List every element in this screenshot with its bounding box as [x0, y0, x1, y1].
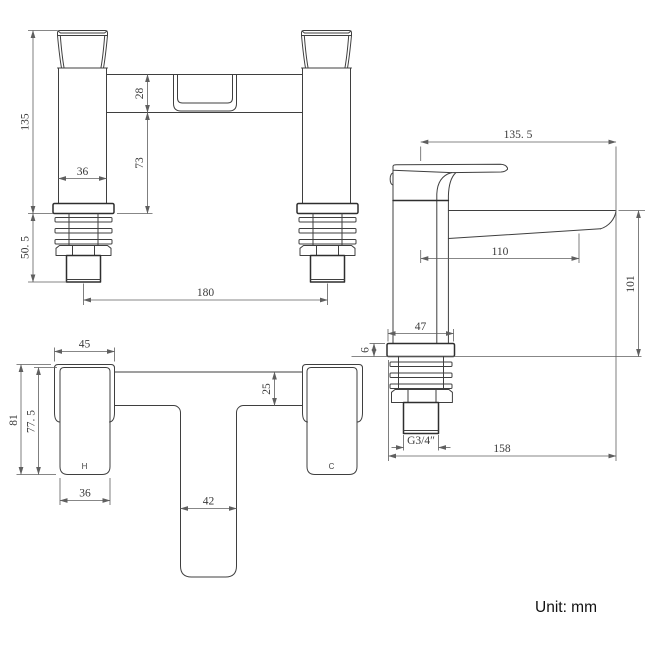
plan-right-flange	[302, 364, 363, 423]
dim-side-overall-reach: 135. 5	[504, 129, 533, 141]
side-flange-and-shank	[351, 342, 642, 435]
dim-front-shank-height: 50. 5	[20, 236, 32, 259]
dim-front-height: 135	[20, 113, 32, 131]
plan-view: H C 45 81 77. 5 25 36 42	[8, 339, 363, 578]
dim-plan-flange-width: 45	[79, 339, 91, 351]
body-bar	[106, 74, 303, 113]
plan-left-flange	[54, 364, 115, 423]
dim-plan-spout-width: 42	[203, 496, 215, 508]
dim-side-overall-depth: 158	[493, 443, 511, 455]
dim-side-flange-depth: 47	[415, 321, 427, 333]
spout-front	[173, 74, 237, 112]
left-handle	[57, 30, 108, 69]
plan-bar-and-spout	[114, 371, 303, 578]
right-shank	[298, 213, 357, 283]
dim-front-body-to-deck: 73	[134, 157, 146, 169]
dim-side-thread: G3/4″	[407, 435, 435, 447]
dim-side-spout-height: 101	[625, 275, 637, 293]
dim-side-spout-reach: 110	[492, 246, 509, 258]
right-handle	[301, 30, 352, 69]
base-flanges	[52, 202, 359, 215]
dim-plan-pillar-width: 36	[79, 488, 91, 500]
unit-note: Unit: mm	[535, 599, 597, 616]
dim-front-pillar-width: 36	[77, 166, 89, 178]
side-body-and-lever	[389, 163, 508, 344]
plan-hot-pillar: H	[59, 367, 111, 475]
side-view: 135. 5 110 101 47 6 G3/4″ 158	[351, 129, 645, 461]
right-pillar	[301, 67, 352, 204]
dim-plan-body-length: 77. 5	[26, 410, 38, 433]
front-view: 135 50. 5 28 73 36 180	[20, 30, 359, 305]
plan-cold-pillar: C	[306, 367, 358, 475]
dim-plan-bar-depth: 25	[261, 383, 273, 395]
dim-side-flange-thickness: 6	[360, 347, 372, 353]
dim-plan-overall-length: 81	[8, 414, 20, 426]
plan-dimensions: 45 81 77. 5 25 36 42	[8, 339, 277, 511]
cold-indicator-label: C	[329, 462, 335, 471]
hot-indicator-label: H	[82, 462, 88, 471]
side-lever-pivot-bump	[389, 172, 394, 186]
dim-front-centres: 180	[197, 287, 215, 299]
side-spout	[447, 210, 617, 239]
left-shank	[54, 213, 113, 283]
dim-front-body-depth: 28	[134, 88, 146, 100]
front-dimensions: 135 50. 5 28 73 36 180	[20, 30, 328, 305]
left-pillar	[57, 67, 108, 204]
side-dimensions: 135. 5 110 101 47 6 G3/4″ 158	[360, 129, 645, 461]
